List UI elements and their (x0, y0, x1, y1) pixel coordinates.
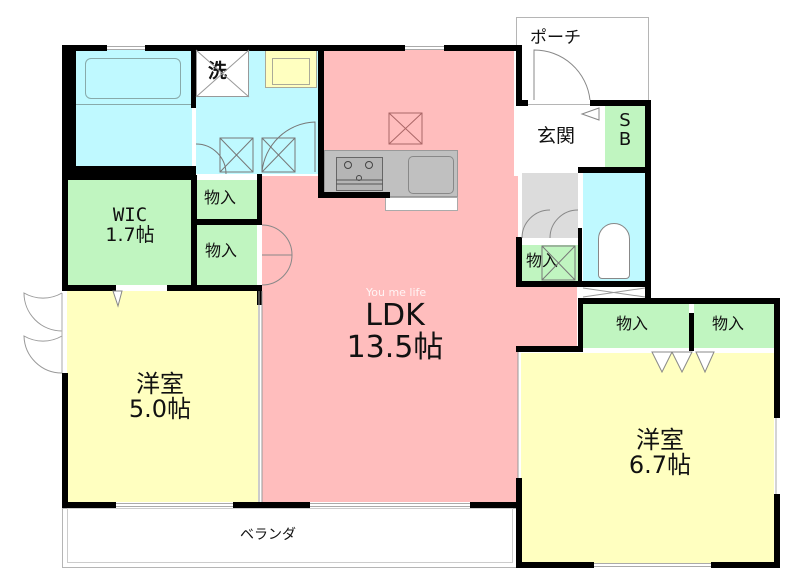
porch-area (516, 17, 649, 105)
closet-5-label: 物入 (712, 314, 745, 333)
ldk-room-right (514, 286, 577, 350)
wall-room2-left-lower (516, 478, 522, 568)
window-ldk-bottom (310, 503, 470, 507)
gas-stove-icon (336, 157, 383, 191)
bathtub-edge-line (75, 104, 192, 105)
ldk-label: LDK 13.5帖 (340, 300, 450, 363)
closet-2-label: 物入 (205, 241, 238, 260)
vanity-basin-icon (272, 58, 310, 85)
wall-ldk-step (516, 346, 583, 352)
balcony-inner-line (67, 508, 513, 563)
western-room-1 (67, 291, 258, 502)
wall-bottom-mid (233, 502, 310, 508)
ldk-size: 13.5帖 (346, 329, 444, 365)
shoe-storage-s: S (619, 110, 631, 131)
wall-toilet-top (578, 167, 650, 173)
wic-label: WIC 1.7帖 (85, 204, 175, 246)
toilet-icon (598, 223, 630, 279)
western-room-2 (521, 353, 774, 563)
shoe-cabinet (522, 173, 578, 238)
wall-entrance-top-right (590, 100, 650, 106)
washer-label: 洗 (208, 60, 228, 82)
closet-5 (694, 304, 774, 348)
ldk-room-main (262, 222, 518, 502)
wall-closets-top (578, 298, 780, 304)
shoe-storage-label: S B (612, 110, 638, 150)
wall-bottom-right-a (516, 562, 594, 568)
closet-1 (197, 180, 257, 219)
western-room-1-name: 洋室 (136, 370, 184, 398)
wall-bottom-right-b (711, 562, 780, 568)
wall-entrance-top (516, 100, 528, 106)
western-room-2-name: 洋室 (636, 426, 684, 454)
closet-1-label: 物入 (204, 188, 237, 207)
wall-closet-split (689, 313, 694, 351)
wall-wic-bottom-left (62, 285, 116, 291)
closet-4-label: 物入 (616, 314, 649, 333)
bathtub-icon (85, 58, 181, 99)
closet-2 (197, 225, 257, 285)
western-room-2-label: 洋室 6.7帖 (610, 426, 710, 480)
wall-right-upper (645, 100, 651, 300)
wall-kitchen-left (318, 45, 324, 197)
ldk-name: LDK (365, 298, 425, 333)
wic-name: WIC (112, 204, 148, 226)
porch-label: ポーチ (530, 28, 581, 48)
window-bath (107, 46, 145, 50)
window-room2-bottom (594, 563, 711, 567)
wall-bath-right (191, 45, 196, 108)
entrance-label: 玄関 (537, 125, 576, 147)
balcony-label: ベランダ (240, 527, 296, 543)
wall-closet-divider (196, 219, 262, 225)
wall-ldk-right-upper (516, 45, 522, 105)
wall-toilet-left (578, 228, 582, 286)
wall-wic-bottom-right (167, 285, 262, 291)
wall-right-lower-bottom (774, 494, 780, 568)
wall-closet3-left (516, 237, 522, 287)
wall-left-upper (62, 45, 76, 170)
watermark: You me life (366, 286, 427, 299)
wall-top-mid (145, 45, 405, 51)
wall-top-left (62, 45, 107, 51)
closet-3 (522, 245, 578, 281)
wall-top-right (444, 45, 521, 51)
western-room-2-size: 6.7帖 (628, 451, 692, 480)
wall-ldk-bottom-right (470, 502, 522, 508)
counter-front-strip (385, 197, 458, 211)
wall-left-lower (62, 373, 68, 508)
balcony-area (62, 508, 518, 568)
shoe-storage (605, 106, 645, 167)
wic (67, 180, 191, 285)
wall-right-lower-top (774, 298, 780, 418)
wall-kitchen-bottom (318, 192, 390, 198)
wall-closets-left (578, 298, 583, 348)
wall-wic-right (191, 175, 197, 285)
kitchen-sink-icon (408, 156, 454, 194)
closet-4 (583, 304, 689, 348)
window-room1-bottom (116, 503, 233, 507)
wall-room2-left-upper (516, 346, 522, 352)
western-room-1-size: 5.0帖 (128, 395, 192, 424)
wall-closet3-bottom (516, 281, 650, 287)
wall-left-wic (62, 175, 68, 285)
wall-closet-right (257, 174, 262, 222)
western-room-1-label: 洋室 5.0帖 (110, 370, 210, 424)
shoe-storage-b: B (618, 128, 632, 150)
bathroom (75, 50, 192, 166)
wall-bath-bottom (62, 166, 196, 180)
wic-size: 1.7帖 (105, 223, 155, 246)
wall-bottom-left (62, 502, 116, 508)
window-ldk-top (405, 46, 444, 50)
